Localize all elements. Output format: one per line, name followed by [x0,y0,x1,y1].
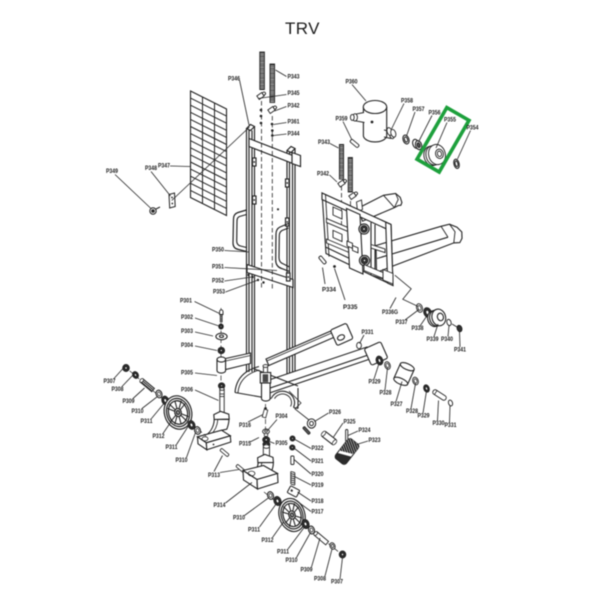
svg-text:P330: P330 [433,420,445,427]
svg-text:P313: P313 [208,472,220,479]
svg-text:P359: P359 [336,116,348,123]
svg-text:P309: P309 [301,567,313,574]
svg-text:P321: P321 [312,458,324,465]
svg-text:P354: P354 [467,125,479,132]
svg-text:P349: P349 [106,168,118,175]
svg-text:P311: P311 [248,527,260,534]
svg-text:P337: P337 [396,319,408,326]
svg-text:P329: P329 [418,413,430,420]
svg-text:P311: P311 [141,418,153,425]
svg-text:P312: P312 [153,433,165,440]
svg-text:P310: P310 [176,457,188,464]
svg-text:P342: P342 [317,171,329,178]
svg-text:P344: P344 [288,131,300,138]
svg-text:P327: P327 [391,401,403,408]
svg-text:P331: P331 [362,329,374,336]
svg-text:P347: P347 [158,163,170,170]
svg-text:P308: P308 [314,576,326,583]
svg-text:P320: P320 [312,471,324,478]
svg-text:P339: P339 [427,336,439,343]
svg-text:P357: P357 [413,106,425,113]
svg-text:P319: P319 [312,482,324,489]
svg-text:P317: P317 [312,509,324,516]
svg-text:P335: P335 [343,304,358,311]
svg-text:P318: P318 [312,498,324,505]
svg-text:P345: P345 [288,90,300,97]
svg-text:P307: P307 [104,378,116,385]
svg-text:P328: P328 [406,408,418,415]
svg-text:P307: P307 [331,579,343,586]
svg-text:P308: P308 [112,386,124,393]
svg-text:P310: P310 [132,408,144,415]
svg-text:P328: P328 [380,390,392,397]
svg-text:P301: P301 [180,298,192,305]
svg-text:P306: P306 [181,387,193,394]
svg-text:P356: P356 [429,110,441,117]
svg-text:P325: P325 [344,419,356,426]
svg-text:P358: P358 [401,98,413,105]
svg-text:P343: P343 [288,74,300,81]
svg-text:P302: P302 [181,314,193,321]
svg-text:P305: P305 [181,370,193,377]
svg-text:P342: P342 [288,103,300,110]
svg-text:P316: P316 [239,422,251,429]
svg-text:P324: P324 [359,427,371,434]
svg-text:P340: P340 [441,336,453,343]
svg-text:P360: P360 [346,79,358,86]
svg-text:P355: P355 [444,117,456,124]
svg-text:P315: P315 [239,441,251,448]
svg-text:P338: P338 [412,325,424,332]
svg-text:P346: P346 [228,76,240,83]
svg-text:P312: P312 [262,537,274,544]
svg-text:P334: P334 [322,287,336,294]
svg-text:P311: P311 [166,444,178,451]
svg-text:P303: P303 [181,328,193,335]
svg-text:P314: P314 [214,502,226,509]
svg-text:P353: P353 [213,289,225,296]
svg-text:P343: P343 [318,139,330,146]
svg-text:P310: P310 [233,515,245,522]
svg-text:P311: P311 [277,549,289,556]
svg-text:P326: P326 [329,409,341,416]
svg-text:P352: P352 [212,278,224,285]
svg-text:P309: P309 [123,398,135,405]
svg-text:P361: P361 [288,119,300,126]
svg-text:P351: P351 [212,264,224,271]
svg-text:P322: P322 [312,445,324,452]
svg-text:P331: P331 [445,422,457,429]
svg-text:P341: P341 [454,347,466,354]
svg-text:P310: P310 [286,557,298,564]
svg-text:P304: P304 [276,413,288,420]
svg-text:TRV: TRV [285,19,320,38]
svg-text:P350: P350 [212,247,224,254]
svg-text:P329: P329 [369,379,381,386]
svg-text:P348: P348 [145,165,157,172]
svg-text:P305: P305 [276,440,288,447]
svg-text:P304: P304 [181,342,193,349]
svg-text:P336G: P336G [382,309,398,316]
svg-text:P323: P323 [369,437,381,444]
